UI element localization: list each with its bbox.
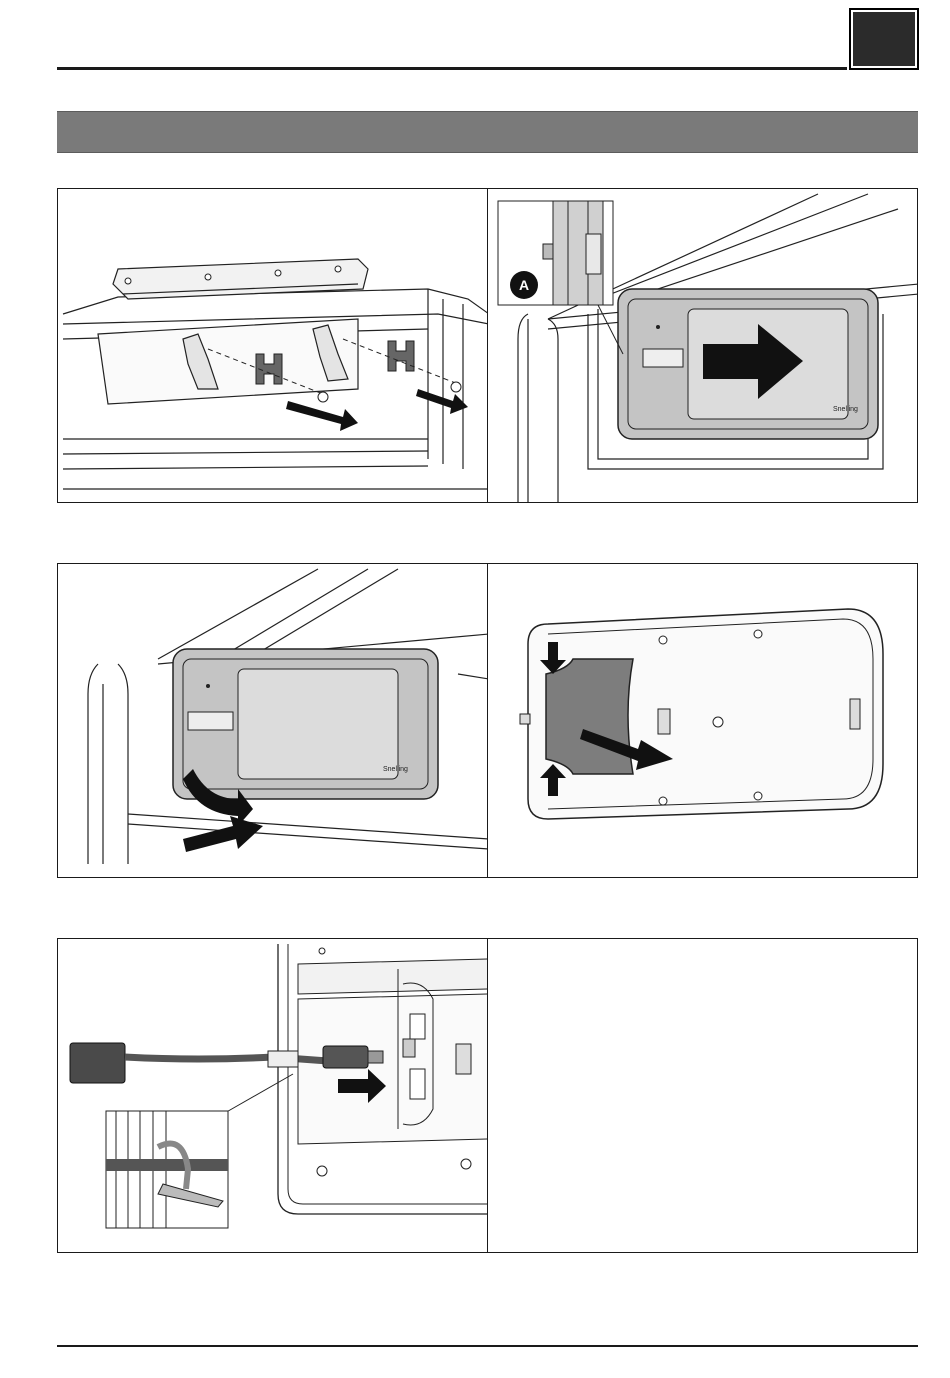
- figure-step1-right: Snelling A: [487, 188, 918, 503]
- chapter-tab: [849, 8, 919, 70]
- header-rule: [57, 67, 847, 70]
- figure-step2-right: [487, 563, 918, 878]
- wall-mount-bracket-illustration: [58, 189, 488, 503]
- display-slide-in-illustration: Snelling A: [488, 189, 918, 503]
- usb-cable-connection-illustration: [58, 939, 488, 1253]
- figure-step2-left: Snelling: [57, 563, 488, 878]
- figure-step3-right-empty: [487, 938, 918, 1253]
- panel-logo-text: Snelling: [383, 766, 408, 773]
- figure-step3-left: [57, 938, 488, 1253]
- rear-cover-removal-illustration: [488, 564, 918, 878]
- callout-a-label: A: [519, 277, 529, 293]
- panel-logo-text: Snelling: [833, 406, 858, 413]
- figure-step1-left: [57, 188, 488, 503]
- display-tilt-out-illustration: Snelling: [58, 564, 488, 878]
- section-header-bar: [57, 111, 918, 153]
- footer-rule: [57, 1345, 918, 1347]
